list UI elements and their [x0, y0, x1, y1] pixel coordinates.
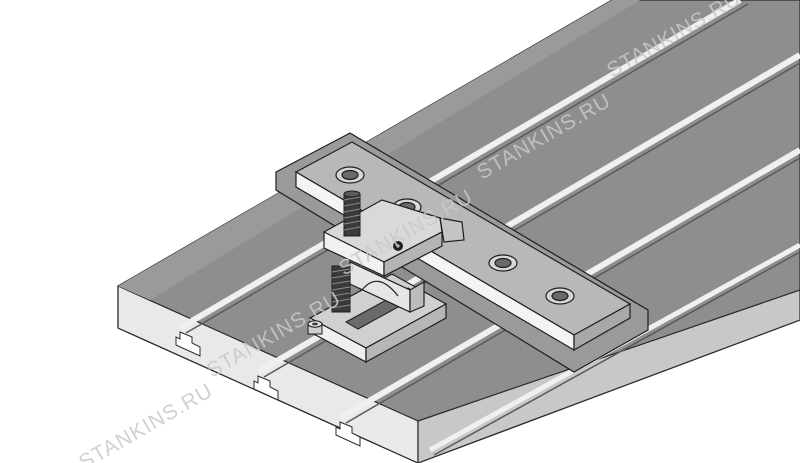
- fixing-screw-icon: [307, 320, 323, 335]
- step-clamp: [307, 190, 465, 364]
- clamp-jaw-tip: [439, 217, 465, 243]
- clamp-arm-side: [383, 231, 443, 277]
- threaded-stud-upper: [343, 190, 361, 237]
- watermark-text: STANKINS.RU: [75, 379, 217, 463]
- clamp-base-side: [365, 302, 447, 364]
- table-side-face: [417, 289, 800, 463]
- clamp-body-side: [409, 280, 425, 313]
- rail-side-face: [573, 302, 631, 352]
- clamp-body-arc: [361, 280, 399, 297]
- t-slot-profiles: [175, 331, 361, 447]
- threaded-stud-lower: [331, 265, 351, 313]
